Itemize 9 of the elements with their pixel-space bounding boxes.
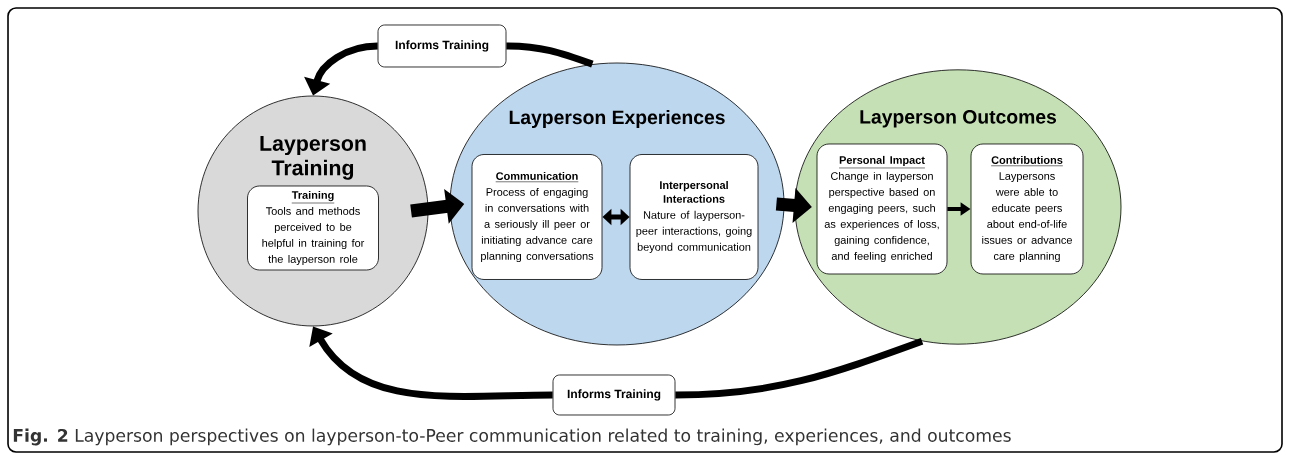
rounded-box: Contributions Laypersons were able to educate peers about end-of-life issues or advance care planning [970, 143, 1084, 275]
rounded-box: Interpersonal Interactions Nature of layperson-peer interactions, going beyond communication [629, 154, 759, 280]
label-box: Informs Training [552, 374, 676, 416]
arrow [602, 208, 630, 226]
rounded-box: Training Tools and methods perceived to be helpful in training for the layperson role [247, 185, 379, 271]
caption: Fig. 2 Layperson perspectives on layperson-to-Peer communication related to training, experiences, and outcomes [13, 428, 1011, 446]
label-box: Informs Training [377, 24, 507, 68]
rounded-box: Personal Impact Change in layperson perspective based on engaging peers, such as experiences of loss, gaining confidence, and feeling enriched [816, 143, 948, 275]
rounded-box: Communication Process of engaging in conversations with a seriously ill peer or initiating advance care planning conversations [471, 154, 603, 280]
